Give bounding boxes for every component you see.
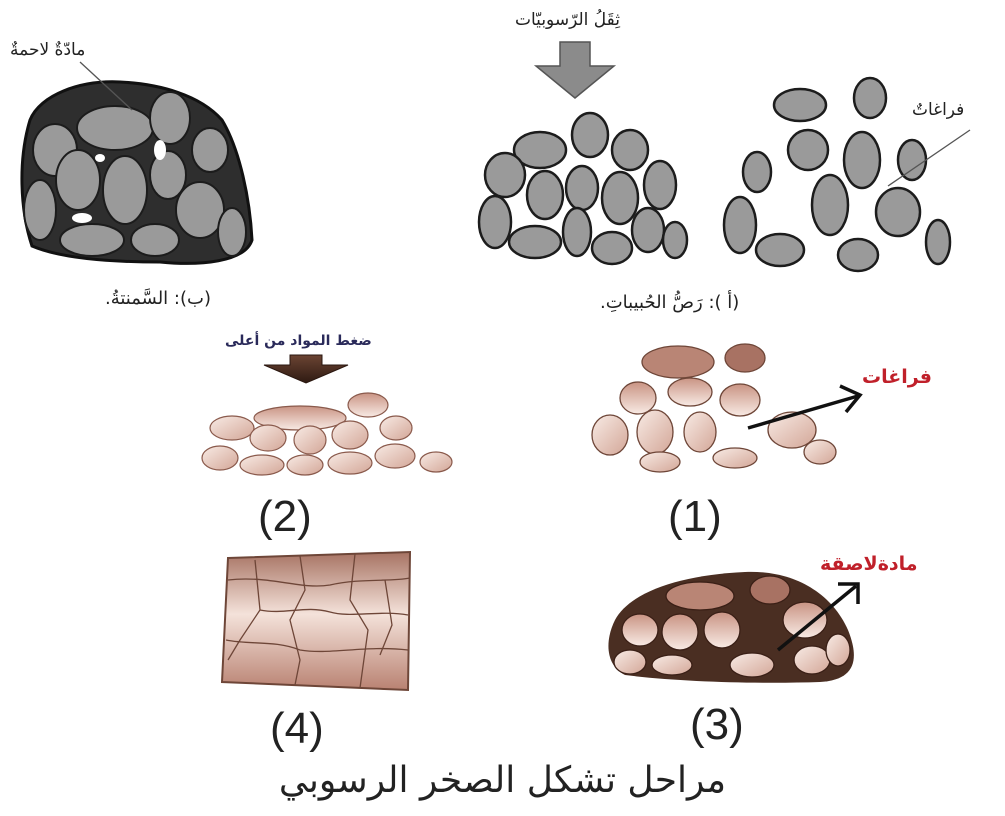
step-1-spaces-label: فراغات: [862, 366, 932, 388]
compaction-caption: (أ ): رَصُّ الحُبيباتِ.: [600, 292, 739, 313]
step-2-dark-arrow: [264, 355, 348, 383]
step-3-number: (3): [690, 700, 744, 750]
compacted-grains: [479, 113, 687, 264]
pressure-arrow: [536, 42, 614, 98]
step-1-number: (1): [668, 492, 722, 542]
step-3-cement-label: مادةلاصقة: [820, 553, 918, 575]
step-2-number: (2): [258, 492, 312, 542]
step-2-grains: [202, 393, 452, 475]
cementation-rock: [22, 82, 252, 264]
step-3-rock: [608, 572, 853, 683]
cementation-caption: (ب): السَّمنتةُ.: [105, 288, 211, 309]
spaces-label: فراغاتٌ: [912, 100, 964, 120]
diagram-title: مراحل تشكل الصخر الرسوبي: [0, 760, 1005, 801]
step-2-pressure-label: ضغط المواد من أعلى: [225, 333, 372, 349]
cement-label: مادّةٌ لاحمةٌ: [10, 40, 85, 60]
pressure-label: ثِقَلُ الرّسوبيّات: [515, 10, 620, 30]
step-4-number: (4): [270, 704, 324, 754]
step-1-grains: [592, 344, 836, 472]
step-4-rock: [222, 552, 410, 690]
